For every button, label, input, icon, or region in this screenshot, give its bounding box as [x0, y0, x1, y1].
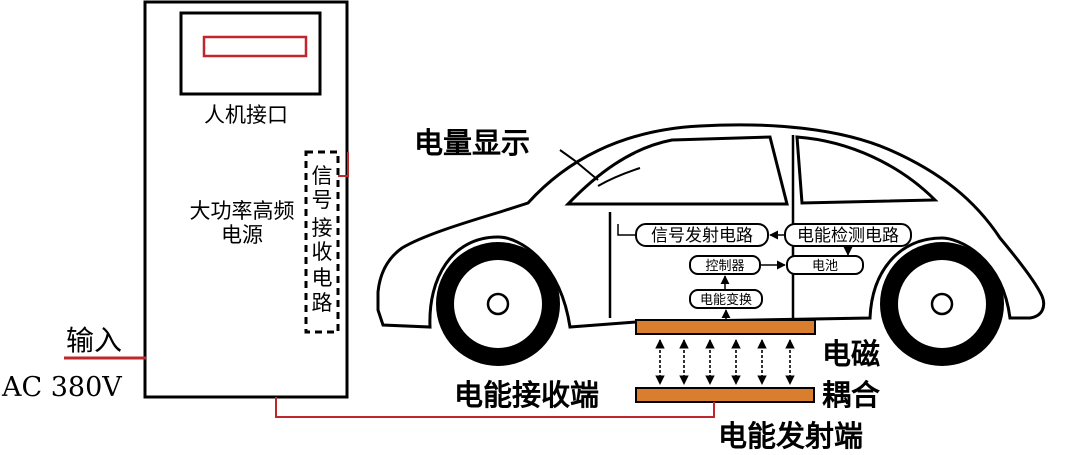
battery-box: [786, 255, 864, 275]
transmit-antenna-line: [617, 224, 636, 236]
coupling-field-arrows: [655, 339, 795, 385]
coupling-label-line2: 耦合: [822, 378, 880, 412]
transmitter-label: 电能发射端: [718, 419, 863, 453]
hmi-label: 人机接口: [204, 103, 288, 127]
charger-cabinet: 人机接口 大功率高频 电源 信 号 接 收 电 路: [143, 0, 349, 399]
electric-vehicle: 电量显示 信号发射电路 电能检测电路 控制器 电池 电能变换: [376, 123, 1046, 366]
power-source-label-line2: 电源: [221, 223, 263, 247]
charger-to-pad-cable: [275, 397, 715, 418]
hmi-display-window: [202, 35, 308, 58]
power-source-label-line1: 大功率高频: [190, 199, 295, 223]
power-conversion-label: 电能变换: [700, 292, 752, 308]
charge-display-label: 电量显示: [414, 126, 530, 160]
energy-detect-label: 电能检测电路: [797, 226, 899, 246]
transmitter-pad: [635, 387, 815, 403]
electromagnetic-coupling: 电磁 耦合 电能接收端 电能发射端: [275, 319, 880, 453]
front-wheel: [436, 242, 560, 366]
input-voltage: AC 380V: [1, 372, 122, 403]
signal-receiver-char: 收: [312, 240, 333, 264]
signal-antenna: [338, 152, 349, 177]
receiver-pad: [635, 319, 816, 335]
signal-receiver-char: 路: [312, 291, 333, 315]
coupling-label-line1: 电磁: [822, 337, 880, 371]
power-input: 输入 AC 380V: [1, 324, 146, 403]
signal-receiver-char: 号: [312, 188, 333, 212]
signal-receiver-char: 信: [312, 164, 333, 188]
receiver-label: 电能接收端: [454, 378, 599, 412]
battery-label: 电池: [812, 259, 838, 274]
charge-display-leader: [559, 149, 599, 181]
signal-receiver-box: [304, 150, 340, 334]
mirror-line: [597, 167, 641, 187]
vehicle-control-system: 信号发射电路 电能检测电路 控制器 电池 电能变换: [617, 223, 912, 320]
hmi-screen: [179, 11, 322, 96]
signal-receiver-char: 电: [312, 266, 333, 290]
rear-wheel: [880, 242, 1004, 366]
front-window: [564, 135, 789, 206]
controller-label: 控制器: [705, 259, 744, 274]
signal-transmit-label: 信号发射电路: [651, 226, 753, 246]
power-conversion-box: [689, 289, 763, 309]
rear-window: [795, 135, 939, 205]
signal-receiver-char: 接: [312, 216, 333, 240]
input-label: 输入: [66, 324, 122, 357]
